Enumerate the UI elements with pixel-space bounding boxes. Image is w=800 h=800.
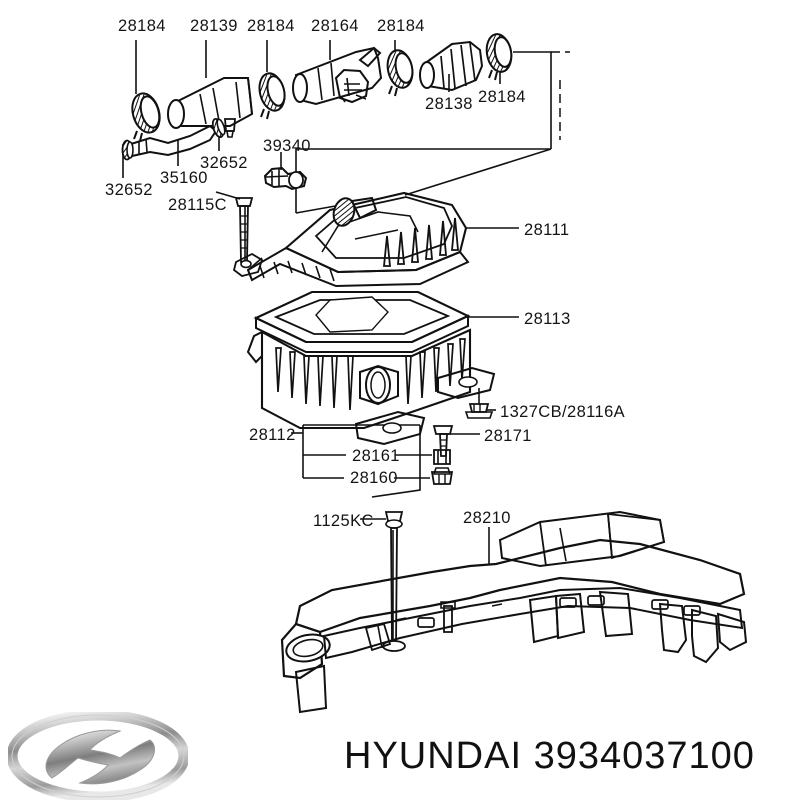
callout-label-28115c: 28115C (168, 196, 227, 214)
callout-box-dashed-edge (551, 51, 570, 140)
part-28111-air-cleaner-cover (232, 191, 470, 288)
part-28161-insulator (433, 449, 451, 465)
callout-label-1125kc: 1125KC (313, 512, 374, 530)
part-28210-resonator-duct (280, 510, 748, 714)
callout-label-28112: 28112 (249, 426, 296, 444)
callout-label-28138: 28138 (425, 95, 473, 113)
part-28115C-bolt (234, 197, 254, 263)
callout-label-28210: 28210 (463, 509, 511, 527)
part-39340-intake-air-temp-sensor (263, 166, 308, 191)
part-32652-clamp-left (121, 139, 134, 161)
hyundai-logo (8, 712, 188, 800)
callout-label-28139: 28139 (190, 17, 238, 35)
part-32652-clamp-right (211, 117, 226, 139)
part-28160-collar (430, 467, 454, 485)
part-1327CB-28116A-nut-washer (464, 403, 494, 419)
sensor-grommet-on-cover (332, 196, 378, 227)
callout-label-28184: 28184 (377, 17, 425, 35)
callout-label-28184: 28184 (118, 17, 166, 35)
callout-label-28184: 28184 (478, 88, 526, 106)
callout-label-28184: 28184 (247, 17, 295, 35)
callout-label-28164: 28164 (311, 17, 359, 35)
part-28184-clamp-4 (485, 33, 513, 81)
part-28138-bellows-hose (419, 40, 484, 92)
part-28184-clamp-1 (131, 92, 161, 142)
callout-label-28171: 28171 (484, 427, 532, 445)
callout-label-28160: 28160 (350, 469, 398, 487)
part-28184-clamp-3 (386, 49, 414, 97)
callout-label-39340: 39340 (263, 137, 311, 155)
part-28139-air-intake-hose (167, 77, 254, 138)
part-28164-air-flow-sensor-duct (292, 46, 383, 106)
callout-label-32652: 32652 (200, 154, 248, 172)
callout-label-35160: 35160 (160, 169, 208, 187)
part-35160-breather-hose (129, 124, 218, 158)
callout-label-28113: 28113 (524, 310, 571, 328)
callout-label-28111: 28111 (524, 221, 570, 239)
callout-label-1327cb-28116a: 1327CB/28116A (500, 403, 626, 421)
part-28113-air-cleaner-element (253, 290, 471, 353)
callout-label-28161: 28161 (352, 447, 400, 465)
footer-brand-text: HYUNDAI 3934037100 (344, 735, 755, 777)
part-28184-clamp-2 (258, 72, 286, 120)
part-28112-air-cleaner-body (246, 328, 496, 446)
callout-label-32652: 32652 (105, 181, 153, 199)
